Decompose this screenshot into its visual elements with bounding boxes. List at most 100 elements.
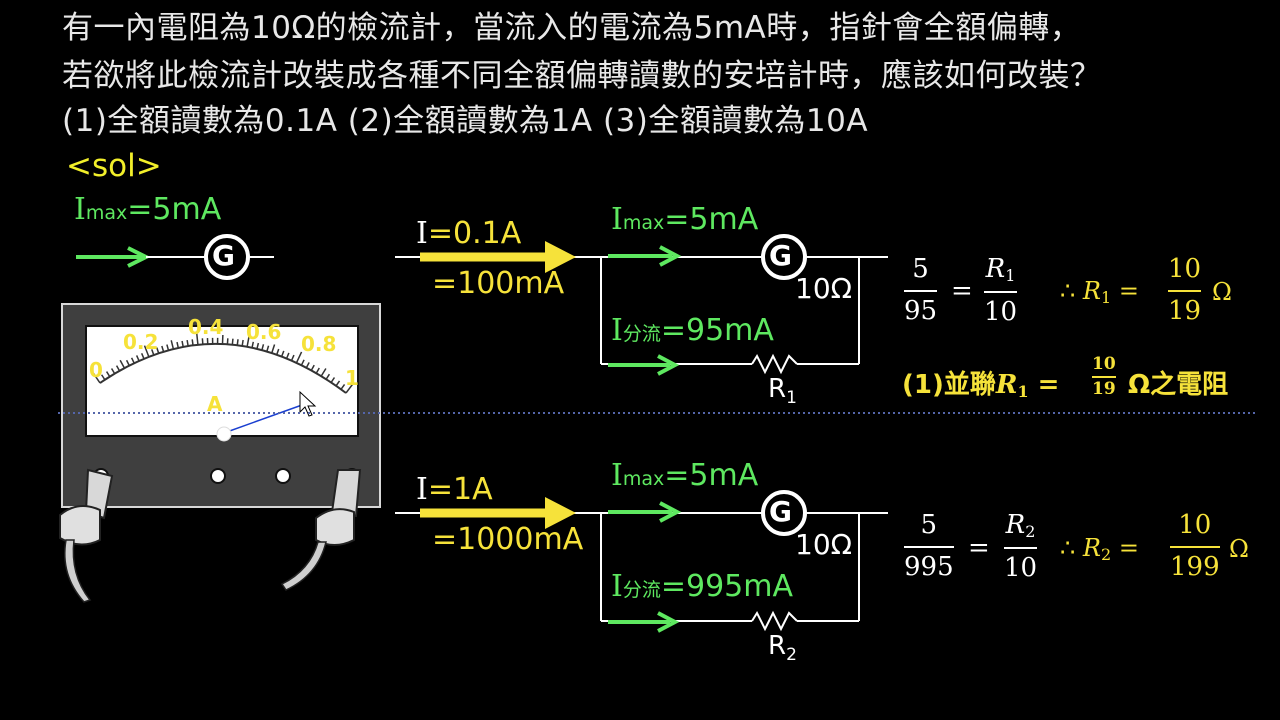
eq1-equals: =	[951, 276, 973, 306]
circuit2-galvanometer-circle	[761, 490, 807, 536]
meter-tick	[261, 344, 265, 351]
meter-tick	[325, 373, 331, 380]
circuit2-total-current-arrowhead	[545, 497, 576, 529]
circuit1-galvanometer-resistance: 10Ω	[795, 272, 853, 305]
meter-tick	[151, 349, 155, 356]
meter-terminal-1[interactable]	[210, 468, 226, 484]
meter-pivot	[216, 426, 232, 442]
question-line-2: 若欲將此檢流計改裝成各種不同全額偏轉讀數的安培計時，應該如何改裝？	[62, 58, 1102, 94]
meter-unit-label: A	[207, 392, 223, 416]
circuit1-galvanometer-label: G	[769, 239, 792, 272]
meter-tick	[241, 339, 244, 347]
meter-needle	[223, 404, 303, 434]
right-clip-jaw	[330, 469, 362, 518]
left-clip-handle	[59, 505, 101, 546]
meter-tick	[166, 344, 170, 351]
meter-tick	[156, 347, 160, 354]
meter-tick	[170, 340, 175, 350]
meter-tick	[143, 345, 150, 358]
meter-tick	[176, 341, 180, 349]
eq1-unit: Ω	[1212, 278, 1232, 306]
meter-tick	[130, 357, 135, 364]
meter-tick	[236, 339, 239, 346]
meter-tick	[100, 374, 106, 381]
meter-tick-label-1: 1	[345, 366, 359, 390]
meter-terminal-2[interactable]	[275, 468, 291, 484]
eq1-therefore: ∴ R1 =	[1060, 277, 1139, 307]
meter-tick	[181, 340, 184, 348]
circuit1-current-converted: =100mA	[432, 266, 565, 301]
conclusion1-prefix: (1)並聯R1 =	[902, 370, 1060, 401]
circuit2-galvanometer-label: G	[769, 495, 792, 528]
circuit2-galvanometer-resistance: 10Ω	[795, 528, 853, 561]
meter-tick	[186, 340, 189, 347]
meter-tick	[305, 362, 310, 369]
eq2-unit: Ω	[1229, 535, 1249, 563]
circuit2-ishunt-arrow	[657, 611, 680, 633]
left-galvanometer-diagram	[76, 234, 274, 280]
meter-tick	[256, 342, 260, 350]
circuit1-ishunt-label: I分流=95mA	[611, 313, 774, 348]
meter-tick	[266, 345, 270, 352]
question-line-1: 有一內電阻為10Ω的檢流計，當流入的電流為5mA時，指針會全額偏轉，	[62, 10, 1082, 46]
meter-tick-label-0.6: 0.6	[246, 320, 282, 344]
circuit-1	[395, 234, 888, 376]
left-galvanometer-circle	[204, 234, 250, 280]
meter-tick	[125, 359, 130, 366]
meter-tick-label-0.8: 0.8	[301, 332, 337, 356]
left-clip-jaw	[84, 468, 114, 520]
meter-tick	[276, 348, 280, 355]
right-probe-wire	[280, 541, 327, 591]
meter-tick	[295, 351, 303, 364]
circuit2-ishunt-label: I分流=995mA	[611, 569, 794, 604]
meter-tick	[300, 359, 305, 366]
circuit2-current-converted: =1000mA	[432, 522, 584, 557]
meter-tick	[251, 341, 255, 348]
ammeter-illustration	[59, 303, 381, 603]
meter-scale-arc	[99, 342, 347, 394]
meter-tick	[330, 377, 336, 383]
mouse-cursor-icon	[299, 390, 317, 417]
sol-label: <sol>	[66, 148, 162, 184]
meter-tick	[345, 382, 354, 394]
circuit2-resistor-label: R2	[768, 631, 797, 665]
circuit-2	[395, 490, 888, 633]
meter-tick	[92, 372, 101, 384]
meter-tick-label-0: 0	[89, 358, 103, 382]
meter-tick	[119, 359, 126, 369]
meter-tick	[320, 368, 327, 377]
meter-tick	[140, 352, 145, 360]
meter-tick	[246, 334, 251, 347]
meter-tick	[191, 339, 194, 346]
eq2-equals: =	[968, 533, 990, 563]
meter-tick	[340, 384, 346, 390]
circuit2-imax-arrow	[659, 501, 682, 523]
left-galvanometer-label: G	[212, 239, 235, 272]
meter-scale-ticks	[92, 332, 354, 394]
circuit1-imax-arrow	[659, 245, 682, 267]
meter-tick	[280, 350, 285, 357]
meter-tick	[285, 352, 290, 359]
left-probe-wire	[64, 539, 92, 603]
circuit1-ishunt-arrow	[657, 354, 680, 376]
meter-tick	[105, 371, 111, 378]
meter-tick	[110, 368, 116, 375]
question-line-3: (1)全額讀數為0.1A (2)全額讀數為1A (3)全額讀數為10A	[62, 103, 869, 139]
conclusion1-suffix: Ω之電阻	[1128, 370, 1229, 400]
circuit1-resistor-label: R1	[768, 374, 797, 408]
meter-tick	[135, 355, 140, 362]
meter-tick	[161, 345, 165, 352]
resistor-r2	[751, 610, 798, 632]
circuit2-current-label: I=1A	[416, 472, 493, 507]
circuit1-galvanometer-circle	[761, 234, 807, 280]
circuit1-total-current-arrowhead	[545, 241, 576, 273]
meter-tick	[315, 367, 320, 374]
left-imax-label: Imax=5mA	[74, 192, 222, 227]
meter-tick	[310, 364, 315, 371]
